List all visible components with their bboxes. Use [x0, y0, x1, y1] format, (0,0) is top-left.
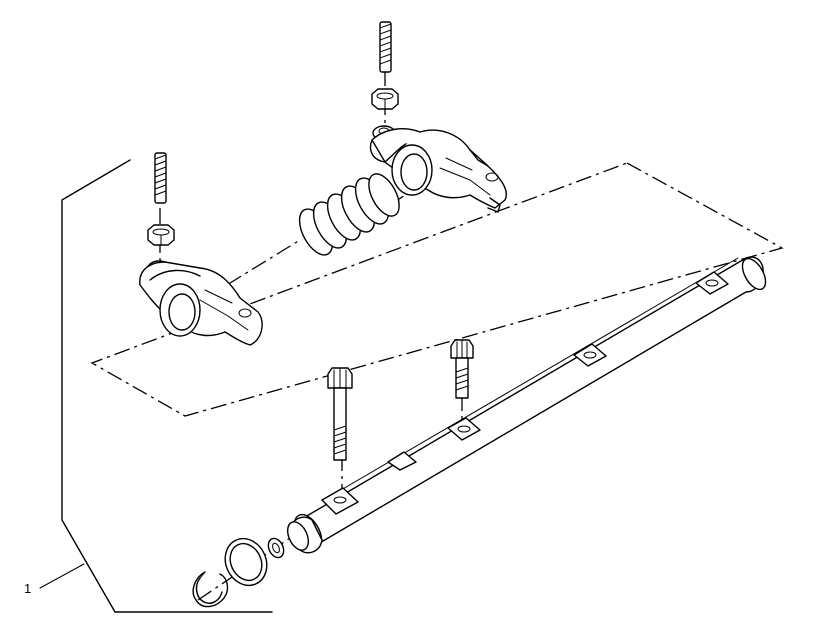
stud-upper-left — [154, 152, 167, 204]
small-washer — [267, 537, 285, 559]
thrust-washer — [224, 537, 268, 587]
rocker-shaft — [293, 256, 767, 551]
shaft-end-plug — [286, 516, 323, 554]
stud-upper-right — [379, 21, 392, 73]
hex-nut-upper-left — [147, 224, 175, 246]
hex-nut-upper-right — [371, 88, 399, 110]
coil-spring — [298, 173, 400, 256]
group-outline-dashed — [90, 162, 784, 417]
shaft-bolt-short — [450, 339, 474, 399]
callout-1[interactable]: 1 — [24, 563, 85, 596]
rocker-arm-lower — [139, 261, 263, 346]
shaft-bolt-long — [327, 367, 353, 461]
assembly-bracket — [61, 159, 273, 613]
rocker-arm-upper — [369, 128, 507, 213]
snap-ring — [192, 571, 229, 608]
callout-label-1: 1 — [24, 581, 31, 596]
